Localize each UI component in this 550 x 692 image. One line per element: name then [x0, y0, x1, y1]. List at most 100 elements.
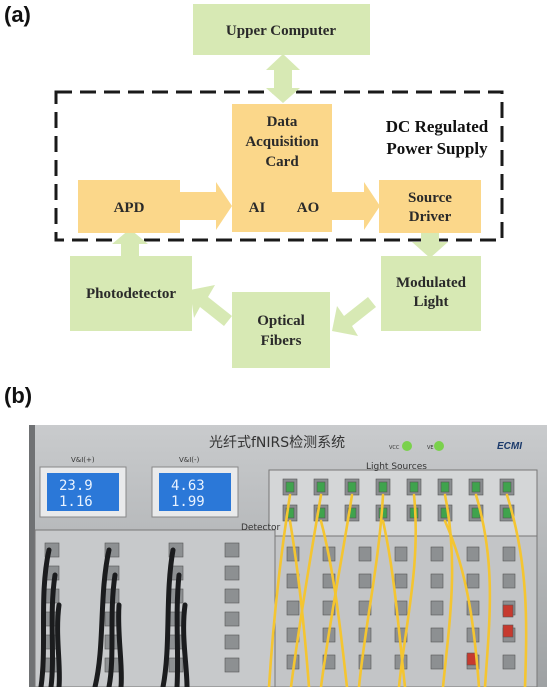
source-driver-line-2: Driver [409, 209, 452, 225]
source-connector [286, 546, 300, 562]
arrow-apd-daq [180, 182, 232, 230]
detector-connector [224, 657, 240, 673]
device-photo-drawing: 光纤式fNIRS检测系统 VCC VE ECMI V&I(+) 23.9 1.1… [29, 425, 547, 687]
arrow-daq-driver [332, 182, 380, 230]
meter-right-voltage: 4.63 [171, 478, 205, 494]
light-source-ferrule [471, 481, 481, 493]
meter-right-label: V&I(-) [179, 456, 200, 464]
source-connector [430, 654, 444, 670]
meter-left-current: 1.16 [59, 494, 93, 510]
detector-connector [224, 565, 240, 581]
device-title: 光纤式fNIRS检测系统 [209, 435, 345, 451]
vcc-led [402, 441, 412, 451]
block-diagram: Upper Computer Data Acquisition Card AI … [54, 4, 504, 368]
meter-left-label: V&I(+) [71, 456, 95, 464]
source-connector [286, 600, 300, 616]
cable-group [38, 493, 528, 687]
brand-logo: ECMI [497, 441, 522, 452]
panel-a-label: (a) [4, 2, 31, 27]
detector-cable [92, 547, 112, 687]
meter-right-screen [159, 473, 231, 511]
arrow-driver-modulated [412, 232, 448, 258]
source-connector [394, 546, 408, 562]
modulated-light-line-1: Modulated [396, 275, 467, 291]
optical-fiber [319, 519, 349, 687]
daq-card-line-1: Data [267, 114, 298, 130]
optical-fiber [474, 493, 492, 687]
optical-fiber [441, 493, 454, 687]
light-sources-label: Light Sources [366, 462, 427, 472]
red-plug [502, 604, 514, 618]
source-driver-box [379, 180, 481, 233]
optical-fibers-line-2: Fibers [261, 333, 302, 349]
source-connector [430, 627, 444, 643]
source-connector [430, 600, 444, 616]
source-connector [358, 546, 372, 562]
optical-fiber [443, 519, 481, 687]
daq-card-line-2: Acquisition [245, 134, 319, 150]
source-driver-line-1: Source [408, 190, 452, 206]
light-source-ferrule [316, 481, 326, 493]
meter-left-voltage: 23.9 [59, 478, 93, 494]
arrow-fibers-photo [190, 285, 232, 326]
ai-label: AI [249, 200, 266, 216]
light-source-ferrule [502, 507, 512, 519]
detector-cable [55, 602, 62, 687]
modulated-light-box [381, 256, 481, 331]
dc-supply-line-1: DC Regulated [386, 117, 489, 136]
detector-cable [38, 547, 52, 687]
apd-box [78, 180, 180, 233]
detector-cable [106, 572, 118, 687]
arrow-upper-daq [266, 54, 300, 103]
optical-fiber [381, 519, 407, 687]
optical-fiber [505, 493, 528, 687]
detector-cable [116, 602, 124, 687]
panel-b-label: (b) [4, 383, 33, 408]
detector-cable [174, 572, 182, 687]
upper-computer-label: Upper Computer [226, 23, 336, 39]
arrow-photo-apd [112, 229, 148, 256]
optical-fiber [357, 493, 385, 687]
detector-cable [160, 547, 176, 687]
light-source-ferrule [409, 481, 419, 493]
arrow-modulated-fibers [332, 297, 376, 336]
optical-fiber [289, 493, 323, 687]
daq-card-box [232, 104, 332, 232]
photodetector-label: Photodetector [86, 286, 176, 302]
daq-card-line-3: Card [265, 154, 299, 170]
source-connector [466, 573, 480, 589]
light-source-ferrule [502, 481, 512, 493]
optical-fiber [267, 493, 292, 687]
meter-left-screen [47, 473, 119, 511]
detector-connector [224, 611, 240, 627]
ao-label: AO [297, 200, 320, 216]
upper-computer-box [193, 4, 370, 55]
source-connector [394, 573, 408, 589]
source-connector [502, 573, 516, 589]
detector-connector [224, 542, 240, 558]
light-source-ferrule [347, 481, 357, 493]
vcc-label: VCC [389, 445, 400, 451]
detector-label: Detector [241, 523, 281, 533]
apd-label: APD [114, 200, 145, 216]
light-source-ferrule [440, 481, 450, 493]
light-sources-panel [268, 469, 538, 537]
device-photo: 光纤式fNIRS检测系统 VCC VE ECMI V&I(+) 23.9 1.1… [29, 425, 547, 687]
device-frame-left [29, 425, 35, 687]
vee-label: VE [427, 445, 434, 451]
light-source-ferrule [378, 481, 388, 493]
optical-fibers-line-1: Optical [257, 313, 305, 329]
light-source-ferrule [285, 481, 295, 493]
red-plug [502, 624, 514, 638]
source-connector [358, 573, 372, 589]
source-connector [430, 546, 444, 562]
meter-right-current: 1.99 [171, 494, 205, 510]
source-connector [502, 546, 516, 562]
optical-fiber [288, 519, 311, 687]
detector-cable [181, 602, 190, 687]
detector-connector [224, 634, 240, 650]
vee-led [434, 441, 444, 451]
connector-group [44, 478, 516, 673]
detector-cable [48, 572, 58, 687]
dc-supply-line-2: Power Supply [386, 139, 488, 158]
